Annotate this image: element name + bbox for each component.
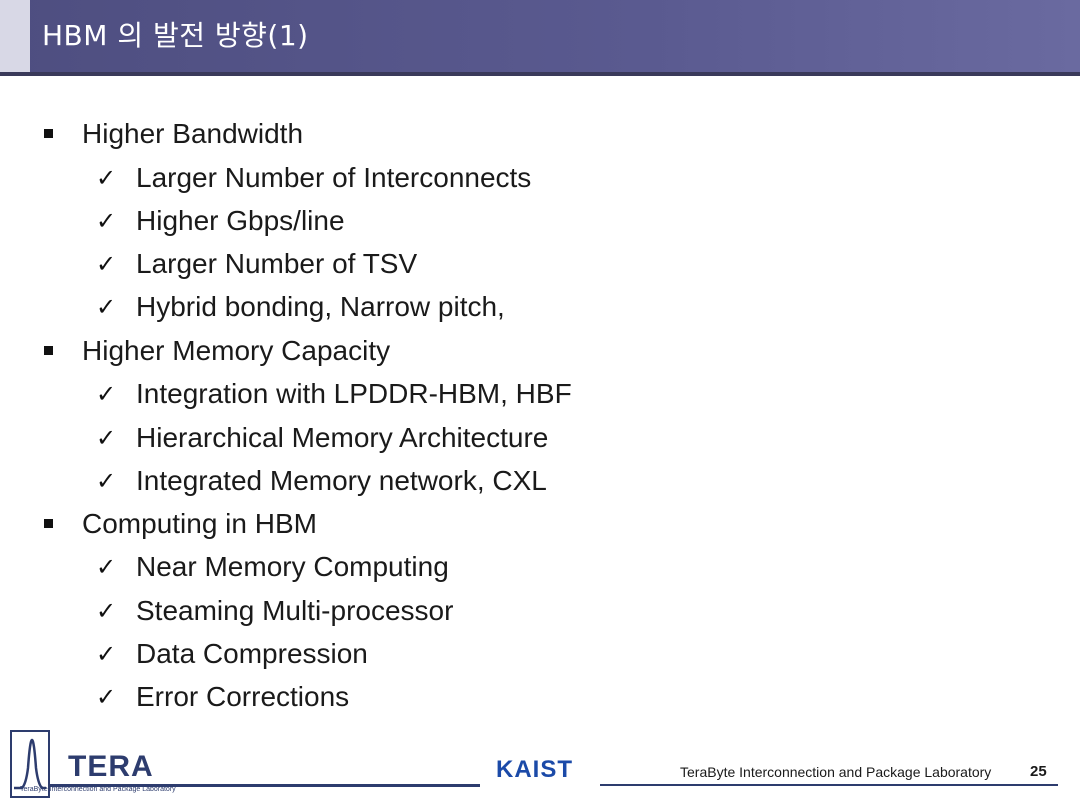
- sub-bullet-text: Near Memory Computing: [136, 550, 449, 582]
- sub-bullet-item: ✓ Data Compression: [96, 632, 368, 675]
- checkmark-icon: ✓: [96, 682, 117, 711]
- title-accent: [0, 0, 30, 72]
- slide-footer: TERA TeraByte Interconnection and Packag…: [0, 728, 1080, 810]
- checkmark-icon: ✓: [96, 249, 117, 278]
- sub-bullet-item: ✓ Near Memory Computing: [96, 545, 449, 588]
- checkmark-icon: ✓: [96, 292, 117, 321]
- checkmark-icon: ✓: [96, 423, 117, 452]
- sub-bullet-item: ✓ Integration with LPDDR-HBM, HBF: [96, 372, 572, 415]
- kaist-logo: KAIST: [496, 756, 573, 783]
- sub-bullet-item: ✓ Hierarchical Memory Architecture: [96, 416, 548, 459]
- sub-bullet-text: Data Compression: [136, 637, 368, 669]
- checkmark-icon: ✓: [96, 596, 117, 625]
- checkmark-icon: ✓: [96, 466, 117, 495]
- square-bullet-icon: [40, 346, 82, 355]
- title-bar: HBM 의 발전 방향(1): [0, 0, 1080, 72]
- tera-logo-underline: [50, 784, 480, 787]
- lab-name: TeraByte Interconnection and Package Lab…: [680, 764, 992, 780]
- sub-bullet-text: Hybrid bonding, Narrow pitch,: [136, 290, 505, 322]
- tera-logo-text: TERA: [68, 750, 154, 783]
- footer-divider: [600, 784, 1058, 786]
- checkmark-icon: ✓: [96, 379, 117, 408]
- bullet-heading-higher-memory-capacity: Higher Memory Capacity: [40, 329, 390, 372]
- page-title: HBM 의 발전 방향(1): [42, 19, 309, 52]
- sub-bullet-item: ✓ Steaming Multi-processor: [96, 589, 453, 632]
- bullet-heading-higher-bandwidth: Higher Bandwidth: [40, 112, 303, 155]
- bullet-heading-computing-in-hbm: Computing in HBM: [40, 502, 317, 545]
- checkmark-icon: ✓: [96, 163, 117, 192]
- sub-bullet-text: Higher Gbps/line: [136, 204, 345, 236]
- sub-bullet-item: ✓ Higher Gbps/line: [96, 199, 345, 242]
- checkmark-icon: ✓: [96, 639, 117, 668]
- bullet-heading-text: Higher Memory Capacity: [82, 334, 391, 366]
- square-bullet-icon: [40, 129, 82, 138]
- sub-bullet-text: Integration with LPDDR-HBM, HBF: [136, 377, 572, 409]
- sub-bullet-text: Larger Number of Interconnects: [136, 161, 532, 193]
- sub-bullet-item: ✓ Hybrid bonding, Narrow pitch,: [96, 285, 505, 328]
- bullet-heading-text: Higher Bandwidth: [82, 117, 304, 149]
- sub-bullet-text: Integrated Memory network, CXL: [136, 464, 547, 496]
- sub-bullet-text: Larger Number of TSV: [136, 247, 418, 279]
- sub-bullet-text: Error Corrections: [136, 680, 350, 712]
- title-divider: [0, 72, 1080, 76]
- waveform-icon: [14, 738, 46, 790]
- bullet-heading-text: Computing in HBM: [82, 507, 317, 539]
- sub-bullet-item: ✓ Larger Number of Interconnects: [96, 156, 531, 199]
- tera-logo-icon: [10, 730, 50, 798]
- sub-bullet-text: Steaming Multi-processor: [136, 594, 454, 626]
- square-bullet-icon: [40, 519, 82, 528]
- sub-bullet-item: ✓ Error Corrections: [96, 675, 349, 718]
- page-number: 25: [1030, 763, 1047, 780]
- sub-bullet-item: ✓ Integrated Memory network, CXL: [96, 459, 547, 502]
- checkmark-icon: ✓: [96, 552, 117, 581]
- tera-logo-subtitle: TeraByte Interconnection and Package Lab…: [20, 786, 176, 793]
- sub-bullet-text: Hierarchical Memory Architecture: [136, 421, 549, 453]
- sub-bullet-item: ✓ Larger Number of TSV: [96, 242, 417, 285]
- checkmark-icon: ✓: [96, 206, 117, 235]
